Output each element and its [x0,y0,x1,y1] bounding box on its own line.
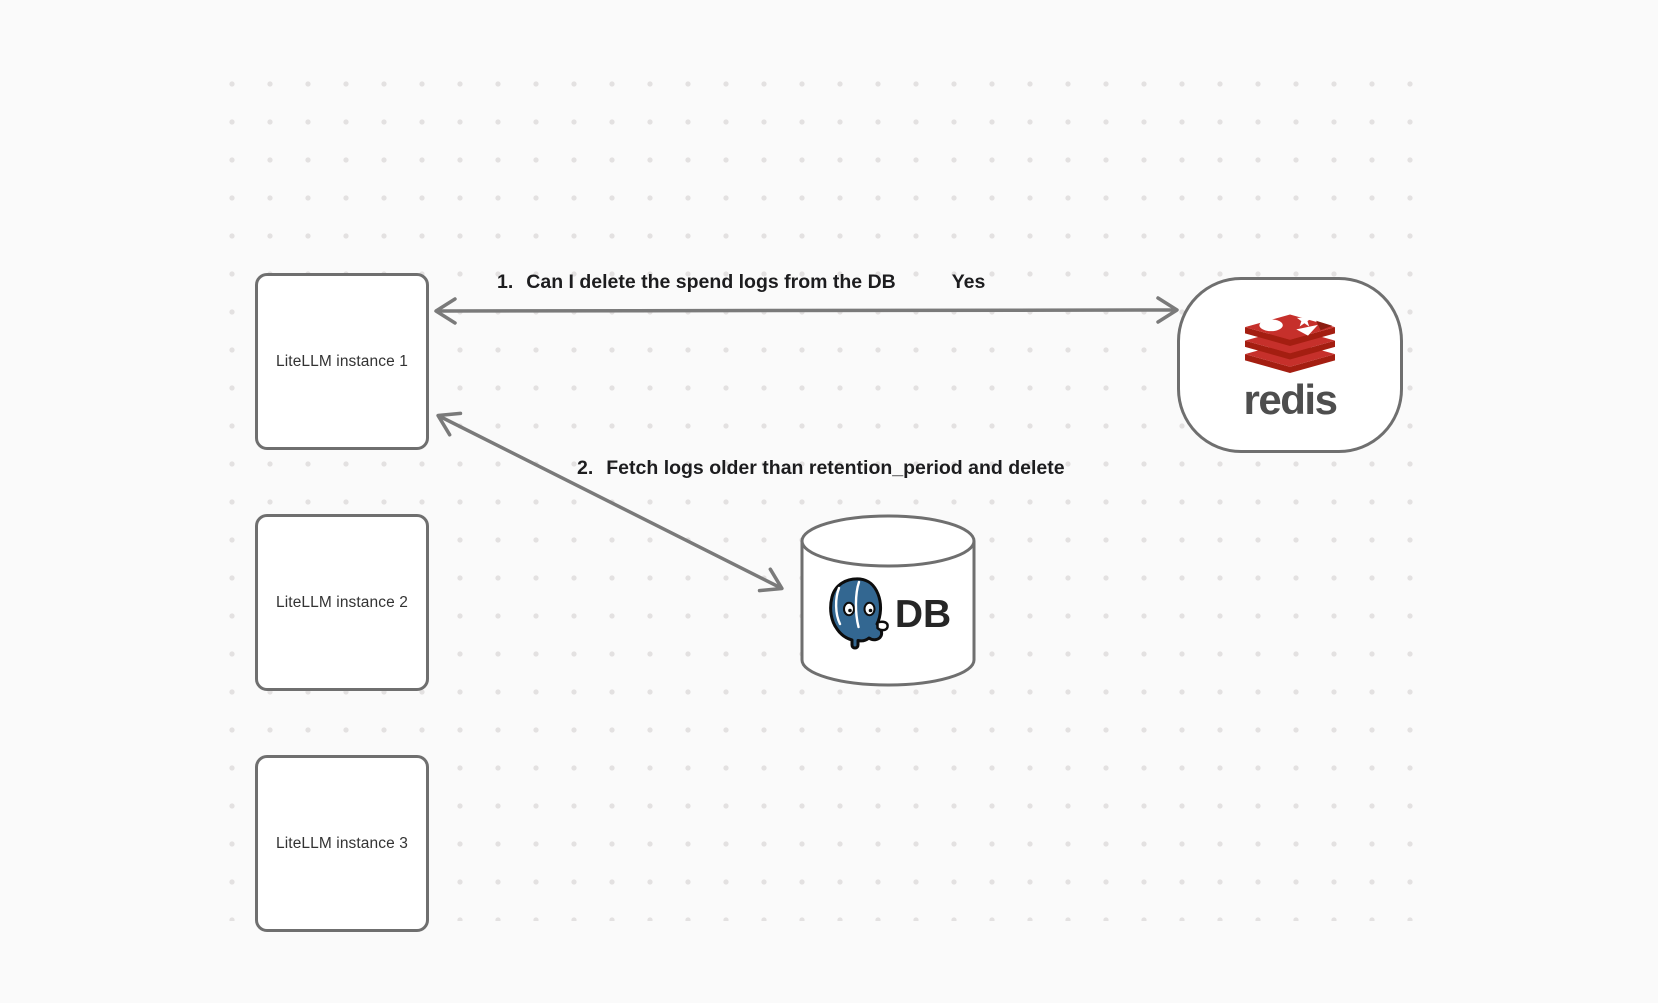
litellm-instance-2-node: LiteLLM instance 2 [255,514,429,691]
edge1-text: Can I delete the spend logs from the DB [526,271,896,293]
edge2-label: 2. Fetch logs older than retention_perio… [577,455,1065,481]
edge2-text: Fetch logs older than retention_period a… [606,457,1065,479]
db-cylinder-node [800,514,976,687]
redis-node: redis [1177,277,1403,453]
postgresql-elephant-icon [829,577,889,650]
db-node-content: DB [803,568,973,660]
edge1-label: 1. Can I delete the spend logs from the … [497,269,985,295]
edge1-number: 1. [497,271,514,293]
litellm-instance-1-label: LiteLLM instance 1 [276,352,408,370]
redis-stack-icon [1245,311,1335,373]
edge2-number: 2. [577,457,594,479]
litellm-instance-3-label: LiteLLM instance 3 [276,834,408,852]
litellm-instance-2-label: LiteLLM instance 2 [276,593,408,611]
litellm-instance-1-node: LiteLLM instance 1 [255,273,429,450]
litellm-instance-3-node: LiteLLM instance 3 [255,755,429,932]
edge1-response: Yes [951,271,986,293]
redis-wordmark-label: redis [1243,375,1338,423]
db-label: DB [894,592,952,636]
